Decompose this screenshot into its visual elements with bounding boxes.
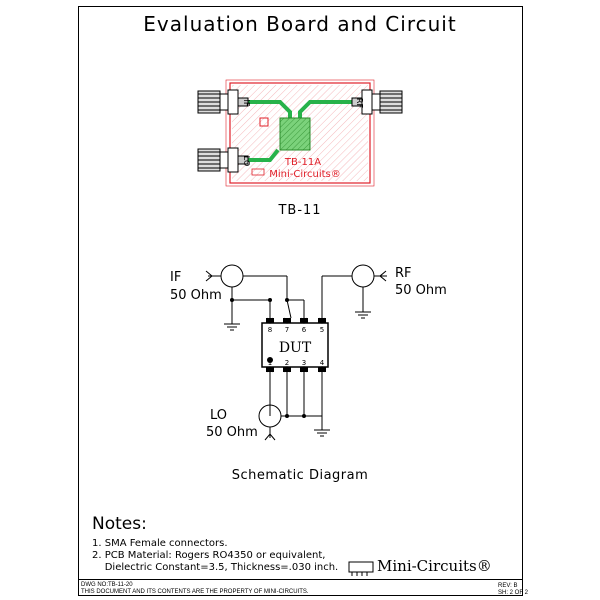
drawing-number: DWG NO:TB-11-20 — [81, 582, 133, 588]
dut-label: DUT — [279, 340, 312, 356]
board-brand: Mini-Circuits® — [269, 169, 341, 180]
if-arrow-icon — [205, 270, 213, 282]
pin-3: 3 — [302, 359, 306, 367]
rf-port-name: RF — [395, 266, 412, 281]
if-port-impedance: 50 Ohm — [170, 288, 222, 303]
pin-2: 2 — [285, 359, 289, 367]
board-logo-icon — [251, 168, 265, 176]
board-traces — [248, 100, 352, 162]
pin-4: 4 — [320, 359, 325, 367]
dut-package — [261, 322, 329, 368]
board-via — [259, 117, 269, 127]
mini-circuits-logo-icon — [348, 561, 374, 576]
sheet-number: SH: 2 OF 2 — [498, 590, 529, 596]
footer-left-block: DWG NO:TB-11-20 THIS DOCUMENT AND ITS CO… — [81, 582, 309, 596]
footer-right-block: REV: B SH: 2 OF 2 — [498, 583, 528, 597]
if-port-name: IF — [170, 270, 182, 285]
lo-arrow-icon — [264, 433, 276, 441]
rf-port-impedance: 50 Ohm — [395, 283, 447, 298]
pin-7: 7 — [285, 326, 289, 334]
lo-port-name: LO — [210, 408, 228, 423]
board-outer-outline — [225, 79, 375, 187]
if-sma-connector — [197, 89, 249, 115]
board-lo-label: LO — [242, 156, 251, 166]
footer-divider — [78, 579, 523, 580]
pin1-marker-icon — [267, 357, 273, 363]
dut-pad-hatch — [280, 118, 310, 150]
lo-sma-connector — [197, 147, 249, 173]
drawing-frame — [78, 6, 523, 596]
board-part-name: TB-11A — [284, 157, 321, 168]
pin-5: 5 — [320, 326, 324, 334]
lo-port-impedance: 50 Ohm — [206, 425, 258, 440]
note-item: Dielectric Constant=3.5, Thickness=.030 … — [92, 562, 339, 573]
board-caption: TB-11 — [278, 203, 322, 218]
revision: REV: B — [498, 583, 518, 589]
pin-6: 6 — [302, 326, 307, 334]
board-rf-label: RF — [355, 98, 364, 109]
page-title: Evaluation Board and Circuit — [143, 12, 457, 36]
notes-list: 1. SMA Female connectors. 2. PCB Materia… — [92, 538, 338, 574]
board-if-label: IF — [242, 100, 251, 107]
footer-brand-logo: Mini-Circuits® — [377, 557, 492, 575]
schematic-caption: Schematic Diagram — [231, 468, 369, 483]
pin-1: 1 — [268, 359, 272, 367]
note-item: 2. PCB Material: Rogers RO4350 or equiva… — [92, 550, 326, 561]
board-outline — [229, 82, 371, 184]
rf-sma-connector — [351, 89, 403, 115]
pin-8: 8 — [268, 326, 272, 334]
note-item: 1. SMA Female connectors. — [92, 538, 228, 549]
property-notice: THIS DOCUMENT AND ITS CONTENTS ARE THE P… — [81, 589, 309, 595]
notes-title: Notes: — [92, 514, 147, 534]
